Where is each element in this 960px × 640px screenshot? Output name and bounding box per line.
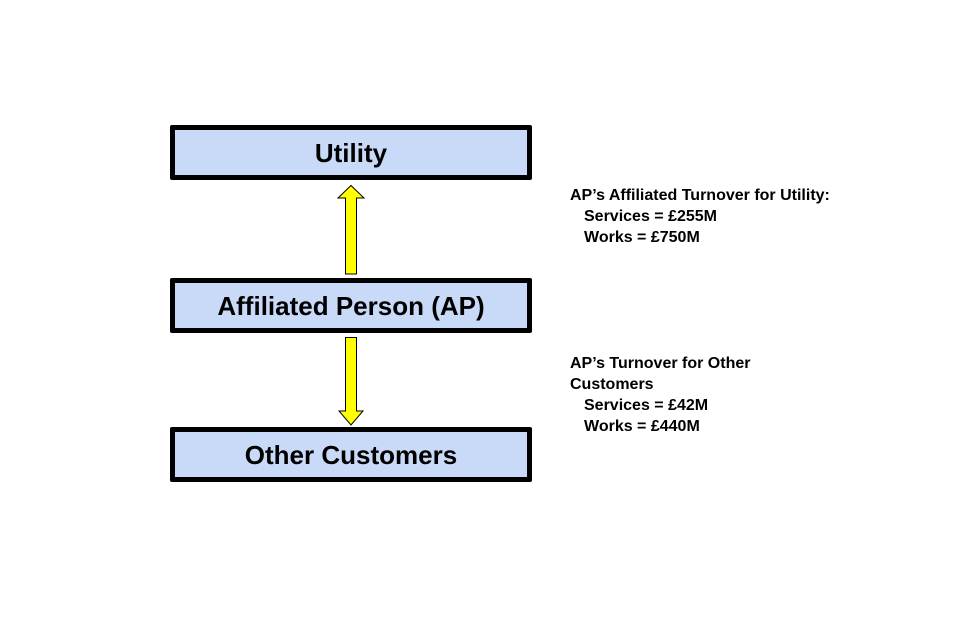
- arrow-ap-to-other-customers: [337, 337, 365, 426]
- other-works-value: Works = £440M: [584, 418, 700, 435]
- affiliated-person-node: Affiliated Person (AP): [170, 278, 532, 333]
- other-turnover-note: AP’s Turnover for Other Customers Servic…: [570, 353, 780, 437]
- utility-node: Utility: [170, 125, 532, 180]
- utility-works-value: Works = £750M: [584, 229, 700, 246]
- utility-services-value: Services = £255M: [584, 208, 717, 225]
- other-services-value: Services = £42M: [584, 397, 709, 414]
- affiliated-person-node-label: Affiliated Person (AP): [217, 290, 485, 321]
- other-customers-node-label: Other Customers: [244, 439, 458, 470]
- other-customers-node: Other Customers: [170, 427, 532, 482]
- other-turnover-heading: AP’s Turnover for Other Customers: [570, 355, 751, 393]
- utility-turnover-note: AP’s Affiliated Turnover for Utility: Se…: [570, 185, 830, 248]
- utility-node-label: Utility: [314, 137, 388, 168]
- utility-turnover-heading: AP’s Affiliated Turnover for Utility:: [570, 187, 830, 204]
- arrow-ap-to-utility: [336, 184, 366, 275]
